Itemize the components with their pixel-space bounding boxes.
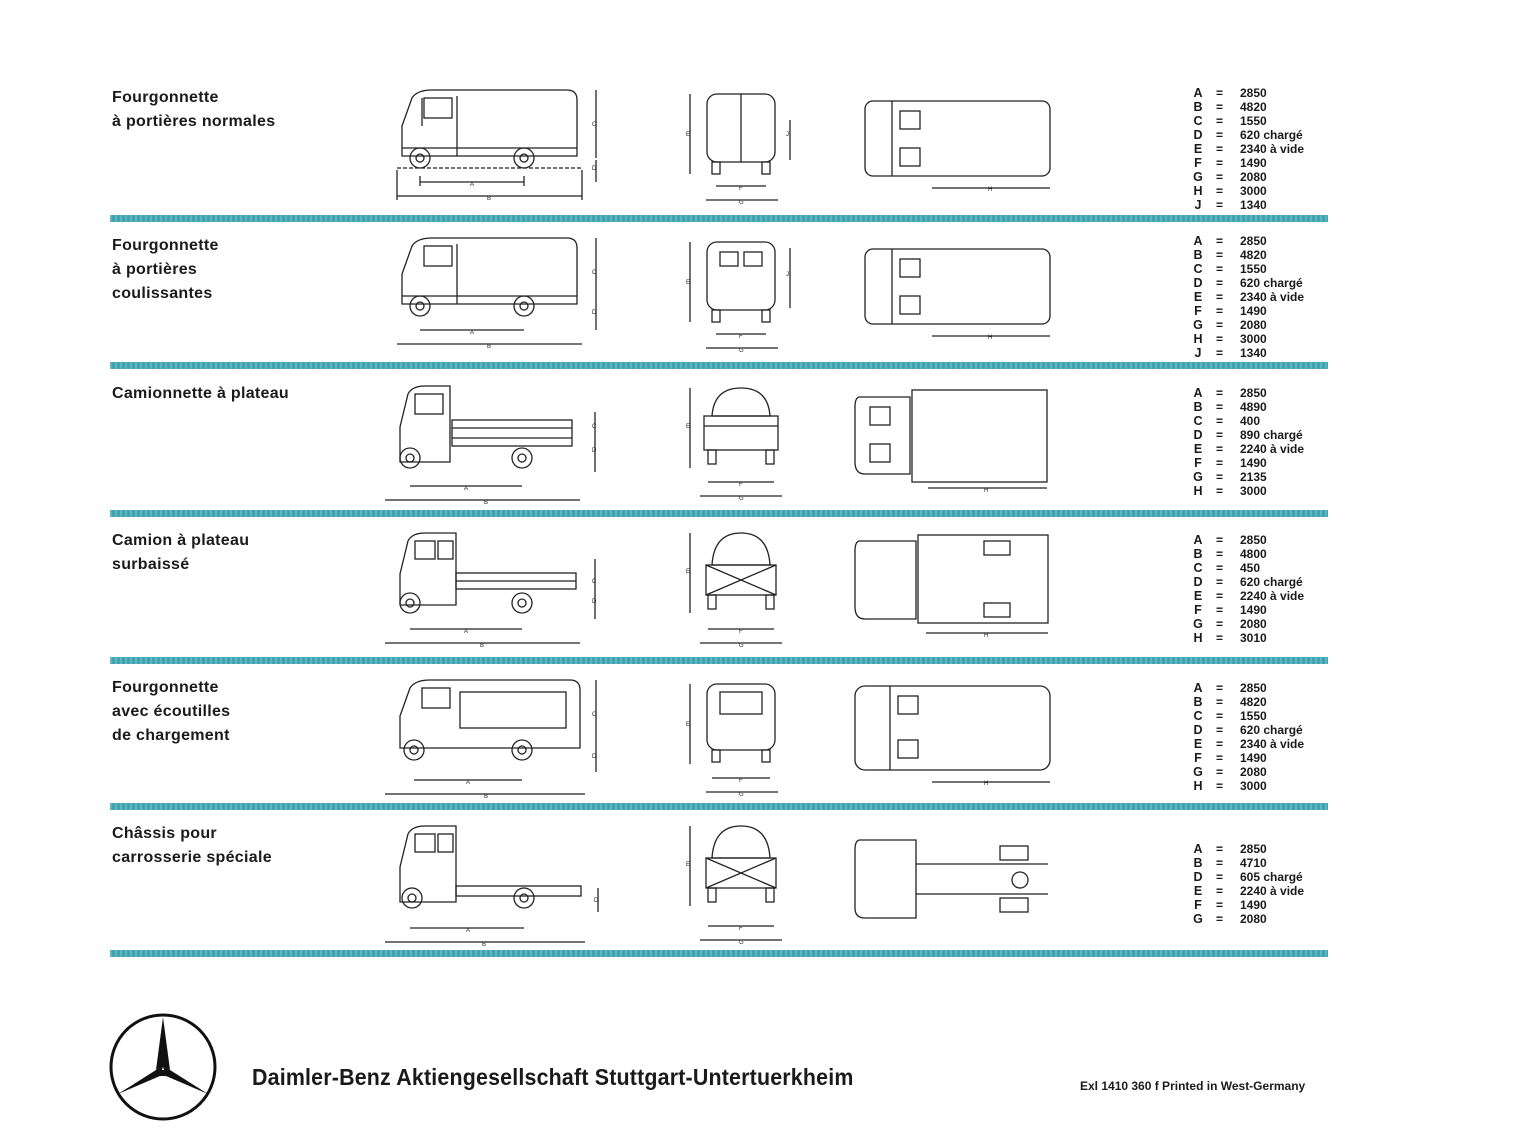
dim-label-e: E [686, 569, 690, 575]
title-line: Fourgonnette [112, 679, 219, 696]
dim-label-c: C [592, 712, 597, 718]
dim-label-a: A [466, 780, 470, 786]
title-line: Camionnette à plateau [112, 385, 290, 402]
title-line: Camion à plateau [112, 532, 250, 549]
dim-label-f: F [739, 482, 743, 488]
dim-label-b: B [487, 344, 491, 350]
dim-label-d: D [592, 310, 597, 316]
vehicle-title: Châssis pour carrosserie spéciale [112, 822, 272, 870]
title-line: de chargement [112, 727, 230, 744]
dim-label-c: C [592, 270, 597, 276]
vehicle-title: Camion à plateau surbaissé [112, 529, 249, 577]
vehicle-title: Fourgonnette à portières coulissantes [112, 234, 219, 306]
lowbed-truck-top-view-drawing: H [854, 534, 1049, 639]
section-divider [110, 215, 1328, 222]
title-line: surbaissé [112, 556, 190, 573]
dim-label-f: F [739, 926, 743, 932]
dim-label-a: A [464, 486, 468, 492]
section-divider [110, 950, 1328, 957]
title-line: à portières [112, 261, 198, 278]
dim-label-b: B [487, 196, 491, 202]
dim-label-e: E [686, 424, 690, 430]
dim-label-d: D [592, 448, 597, 454]
section-divider [110, 362, 1328, 369]
dim-label-f: F [739, 778, 743, 784]
title-line: Fourgonnette [112, 237, 219, 254]
dim-label-c: C [592, 424, 597, 430]
van-top-view-drawing: H [864, 100, 1051, 193]
chassis-side-view-drawing: A B D [385, 825, 599, 948]
dim-label-h: H [984, 488, 988, 494]
dim-label-a: A [470, 182, 474, 188]
van-side-view-drawing: A B C D [396, 89, 597, 202]
dim-label-g: G [739, 496, 744, 502]
dim-label-b: B [484, 794, 488, 800]
title-line: à portières normales [112, 113, 276, 130]
dim-label-e: E [686, 862, 690, 868]
vehicle-title: Fourgonnette à portières normales [112, 86, 275, 134]
van-top-view-drawing: H [864, 248, 1051, 341]
dim-label-f: F [739, 334, 743, 340]
pickup-top-view-drawing: H [854, 389, 1048, 494]
dim-label-c: C [592, 579, 597, 585]
title-line: Châssis pour [112, 825, 217, 842]
title-line: avec écoutilles [112, 703, 231, 720]
dim-label-e: E [686, 132, 690, 138]
dim-label-d: D [592, 599, 597, 605]
chassis-top-view-drawing [854, 839, 1048, 919]
dim-label-h: H [984, 633, 988, 639]
van-rear-view-drawing: E F G J [686, 93, 791, 206]
dim-label-g: G [739, 792, 744, 798]
dim-label-j: J [786, 272, 789, 278]
dim-label-e: E [686, 280, 690, 286]
dim-label-d: D [592, 166, 597, 172]
dim-label-f: F [739, 186, 743, 192]
dim-label-f: F [739, 629, 743, 635]
dim-label-h: H [988, 335, 992, 341]
pickup-side-view-drawing: A B C D [385, 385, 597, 506]
title-line: coulissantes [112, 285, 213, 302]
hatch-van-rear-view-drawing: E F G [686, 683, 778, 798]
dim-label-j: J [786, 132, 789, 138]
dim-label-b: B [480, 643, 484, 649]
dim-label-a: A [470, 330, 474, 336]
dim-label-h: H [988, 187, 992, 193]
section-divider [110, 657, 1328, 664]
dim-label-d: D [594, 898, 599, 904]
dim-label-e: E [686, 722, 690, 728]
dim-label-g: G [739, 348, 744, 354]
chassis-rear-view-drawing: E F G [686, 825, 782, 946]
section-divider [110, 510, 1328, 517]
dim-label-b: B [484, 500, 488, 506]
dim-label-b: B [482, 942, 486, 948]
title-line: carrosserie spéciale [112, 849, 272, 866]
vehicle-title: Fourgonnette avec écoutilles de chargeme… [112, 676, 230, 748]
company-name: Daimler-Benz Aktiengesellschaft Stuttgar… [252, 1064, 854, 1090]
dim-label-h: H [984, 781, 988, 787]
dim-label-d: D [592, 754, 597, 760]
three-pointed-star-logo-icon [109, 1013, 217, 1121]
dim-label-c: C [592, 122, 597, 128]
section-divider [110, 803, 1328, 810]
title-line: Fourgonnette [112, 89, 219, 106]
hatch-van-side-view-drawing: A B C D [385, 679, 597, 800]
van-rear-view-drawing: E F G J [686, 241, 791, 354]
vehicle-title: Camionnette à plateau [112, 382, 289, 406]
pickup-rear-view-drawing: E F G [686, 387, 782, 502]
dim-label-g: G [739, 200, 744, 206]
hatch-van-top-view-drawing: H [854, 685, 1051, 787]
dim-label-a: A [466, 928, 470, 934]
dim-label-g: G [739, 940, 744, 946]
dim-label-a: A [464, 629, 468, 635]
lowbed-truck-rear-view-drawing: E F G [686, 532, 782, 649]
lowbed-truck-side-view-drawing: A B C D [385, 532, 597, 649]
print-info: Exl 1410 360 f Printed in West-Germany [1080, 1079, 1306, 1093]
dim-label-g: G [739, 643, 744, 649]
van-side-view-drawing: A B C D [397, 237, 597, 350]
